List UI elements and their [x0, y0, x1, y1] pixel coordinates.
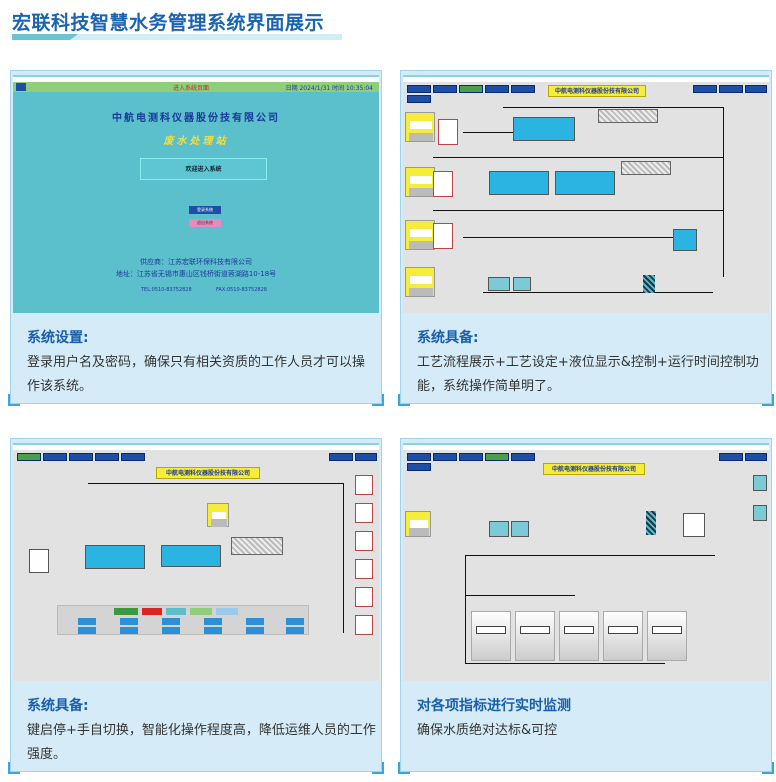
nav-button[interactable] [719, 85, 743, 93]
filter [646, 511, 656, 535]
process-screen: 中航电测科仪器股份技有限公司 [403, 75, 769, 313]
tank [488, 277, 510, 291]
address: 地址：江苏省无锡市惠山区钱桥街道蓉湖路10-18号 [115, 270, 277, 278]
nav-button[interactable] [745, 85, 767, 93]
company-banner: 中航电测科仪器股份技有限公司 [543, 463, 645, 475]
nav-button[interactable] [511, 453, 535, 461]
card-system-settings: 进入系统页面 日期 2024/1/31 时间 10:35:04 中航电测科仪器股… [8, 70, 384, 406]
card-text: 工艺流程展示+工艺设定+液位显示&控制+运行时间控制功能，系统操作简单明了。 [417, 355, 759, 394]
card-text: 确保水质绝对达标&可控 [417, 723, 558, 738]
clean-tank [673, 229, 697, 251]
card-heading: 系统具备: [417, 330, 479, 346]
nav-button[interactable] [95, 453, 119, 461]
nav-button[interactable] [459, 453, 483, 461]
card-process-flow: 中航电测科仪器股份技有限公司 系统具备: 工艺流程展示+工艺设定+液位显示&控制+… [398, 70, 774, 406]
nav-button[interactable] [329, 453, 353, 461]
tank [433, 171, 453, 197]
nav-button[interactable] [407, 85, 431, 93]
manual-button[interactable] [190, 608, 212, 615]
reaction-tank [489, 171, 549, 195]
nav-button[interactable] [433, 453, 457, 461]
nav-button-active[interactable] [485, 453, 509, 461]
login-header: 进入系统页面 日期 2024/1/31 时间 10:35:04 [13, 82, 379, 92]
one-key-stop-button[interactable] [142, 608, 162, 615]
exit-button[interactable]: 退出系统 [189, 219, 221, 227]
nav-button[interactable] [745, 453, 767, 461]
control-button-panel [57, 605, 309, 635]
nav-button[interactable] [693, 85, 717, 93]
nav-button[interactable] [407, 95, 431, 103]
tel: TEL:0510-83752828 [141, 287, 192, 293]
company-banner: 中航电测科仪器股份技有限公司 [156, 467, 260, 479]
level-setting-panel [405, 267, 435, 297]
nav-button[interactable] [43, 453, 67, 461]
header-title: 进入系统页面 [173, 85, 210, 92]
card-heading: 系统设置: [27, 330, 89, 346]
reaction-tank [161, 545, 221, 567]
reaction-tank [513, 117, 575, 141]
analyzer [603, 611, 643, 661]
card-text: 键启停+手自切换，智能化操作程度高，降低运维人员的工作强度。 [27, 723, 376, 762]
auto-button[interactable] [216, 608, 238, 615]
card-heading: 系统具备: [27, 698, 89, 714]
nav-button[interactable] [407, 453, 431, 461]
tank [29, 549, 49, 573]
analyzer [559, 611, 599, 661]
tank [513, 277, 531, 291]
card-one-key-control: 中航电测科仪器股份技有限公司 系统具备: 键启停+手自切换，智能化操作程度高，降低… [8, 438, 384, 774]
card-heading: 对各项指标进行实时监测 [417, 698, 571, 714]
level-setting-panel [207, 503, 229, 527]
fax: FAX:0510-83752828 [216, 287, 267, 293]
nav-button[interactable] [407, 463, 431, 471]
nav-button[interactable] [69, 453, 93, 461]
clarifier [621, 161, 671, 175]
filter [643, 275, 655, 293]
tank [438, 119, 458, 145]
nav-button[interactable] [355, 453, 377, 461]
nav-button[interactable] [511, 85, 535, 93]
station-name: 废水处理站 [163, 136, 229, 147]
reaction-tank [85, 545, 145, 569]
card-text: 登录用户名及密码，确保只有相关资质的工作人员才可以操作该系统。 [27, 355, 366, 394]
level-setting-panel [405, 511, 431, 537]
datetime: 日期 2024/1/31 时间 10:35:04 [285, 85, 373, 92]
supplier: 供应商：江苏宏联环保科技有限公司 [140, 258, 252, 266]
analyzer [471, 611, 511, 661]
login-screen: 进入系统页面 日期 2024/1/31 时间 10:35:04 中航电测科仪器股… [13, 75, 379, 313]
nav-button-active[interactable] [17, 453, 41, 461]
mode-button[interactable] [166, 608, 186, 615]
monitoring-screen: 中航电测科仪器股份技有限公司 [403, 443, 769, 681]
company-banner: 中航电测科仪器股份技有限公司 [548, 85, 646, 97]
level-setting-panel [405, 220, 435, 250]
level-setting-panel [405, 112, 435, 142]
nav-button-active[interactable] [459, 85, 483, 93]
logo-icon [16, 83, 26, 91]
company-name: 中航电测科仪器股份技有限公司 [112, 113, 280, 124]
nav-button[interactable] [485, 85, 509, 93]
nav-button[interactable] [719, 453, 743, 461]
welcome-panel: 欢迎进入系统 [140, 158, 267, 180]
reaction-tank [555, 171, 615, 195]
one-key-start-button[interactable] [114, 608, 138, 615]
nav-button[interactable] [433, 85, 457, 93]
analyzer [515, 611, 555, 661]
title-underline [12, 34, 342, 40]
level-setting-panel [405, 167, 435, 197]
tank [433, 223, 453, 249]
clarifier [598, 109, 658, 123]
control-screen: 中航电测科仪器股份技有限公司 [13, 443, 379, 681]
login-button[interactable]: 登录系统 [189, 206, 221, 214]
nav-button[interactable] [121, 453, 145, 461]
analyzer [647, 611, 687, 661]
page-title: 宏联科技智慧水务管理系统界面展示 [12, 12, 325, 34]
clarifier [231, 537, 283, 555]
card-monitoring: 中航电测科仪器股份技有限公司 对各项指标进行实时监测确保水质绝对达标&可控 [398, 438, 774, 774]
